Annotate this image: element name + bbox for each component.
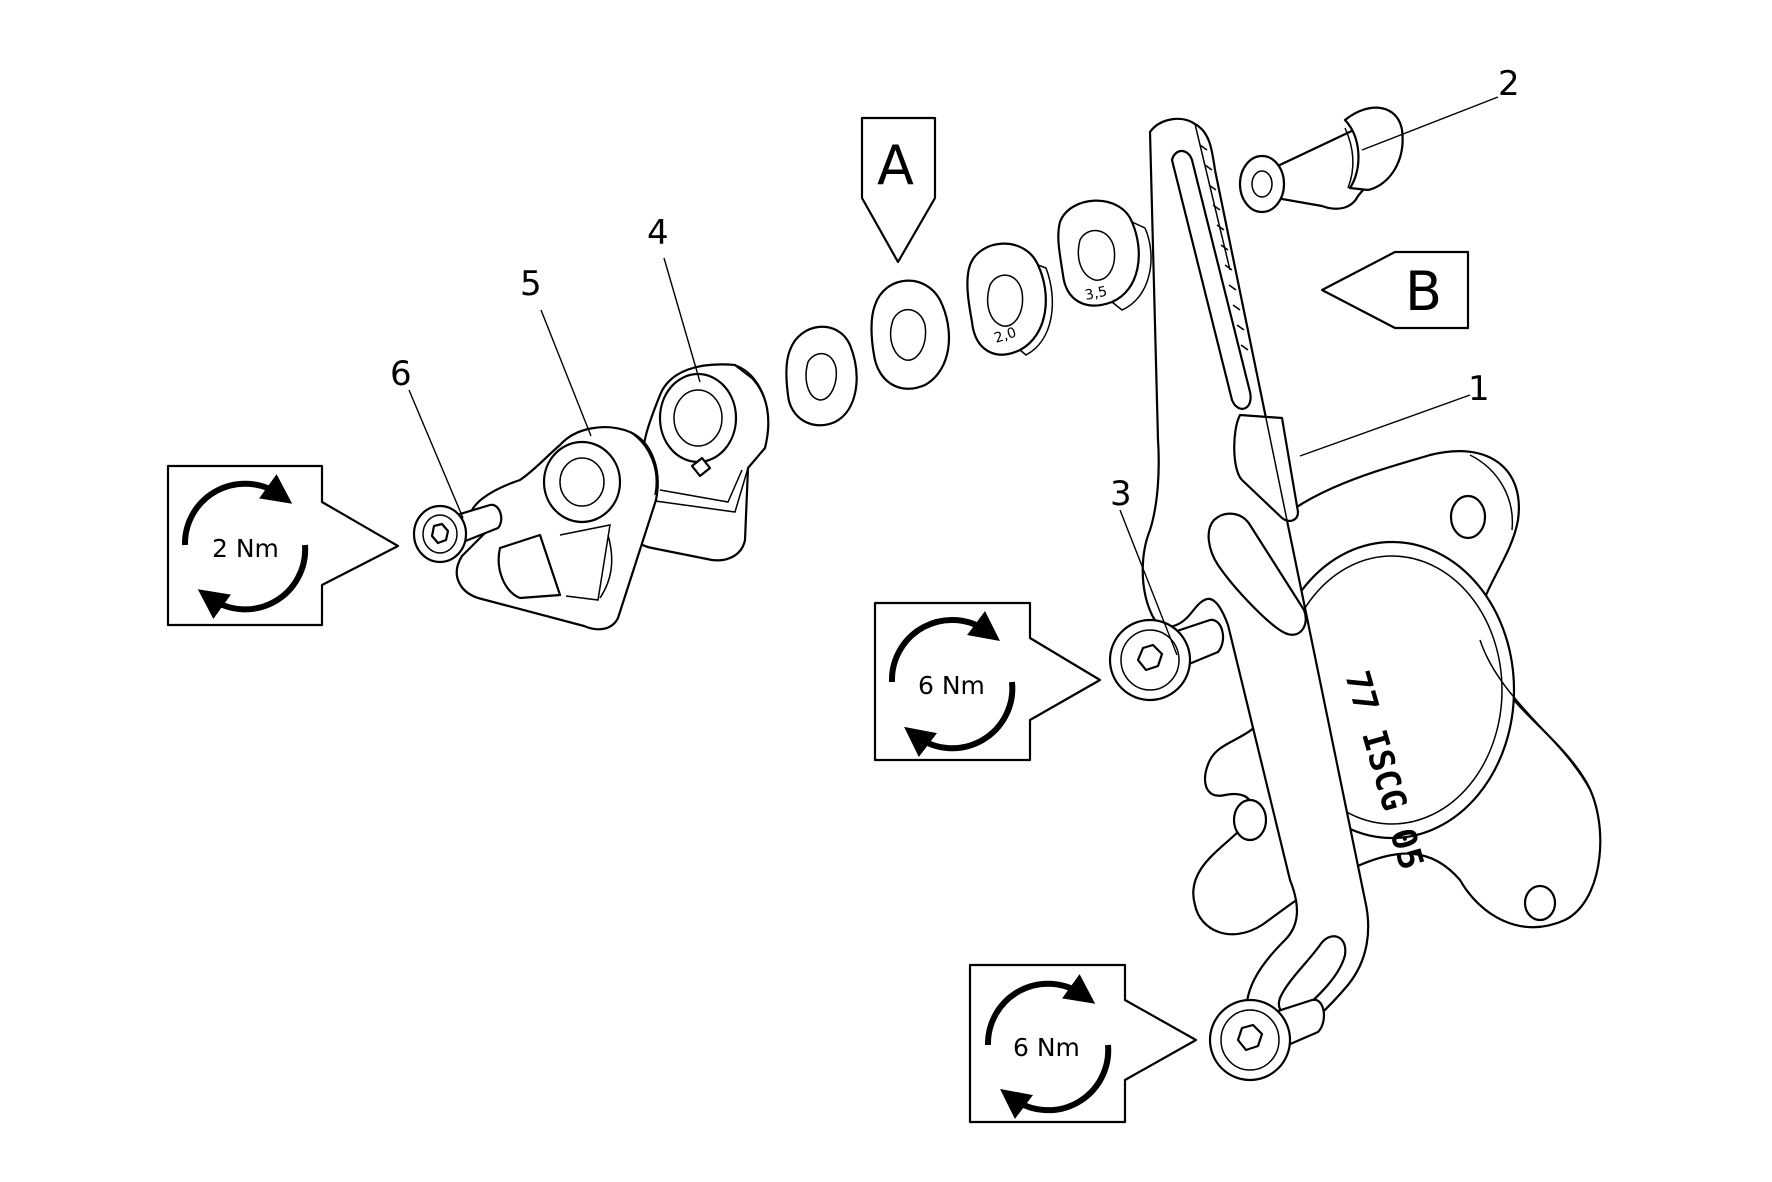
callout-6: 6 [390, 354, 412, 394]
torque-box-2nm: 2 Nm [166, 464, 400, 627]
callout-3: 3 [1110, 474, 1132, 514]
sleeve-bushing [1238, 106, 1404, 214]
marker-b-letter: B [1405, 260, 1442, 323]
spacer-set: 2,0 3,5 [785, 199, 1152, 427]
spacer-thickness-label-3: 3,5 [1084, 284, 1109, 304]
lever-arm [455, 426, 659, 631]
callout-2: 2 [1498, 64, 1520, 104]
guide-screw [412, 503, 503, 564]
marker-a: A [860, 116, 937, 264]
torque-value-2nm: 2 Nm [212, 534, 279, 563]
torque-value-6nm-lower: 6 Nm [1013, 1033, 1080, 1062]
callout-4: 4 [647, 213, 669, 253]
mounting-bolt [1108, 618, 1225, 702]
torque-rotation-arrows-icon [984, 974, 1112, 1120]
callout-numbers: 2 1 3 4 5 6 [390, 64, 1520, 514]
marker-b: B [1320, 250, 1470, 330]
lower-mounting-bolt [1208, 998, 1326, 1082]
torque-box-6nm-upper: 6 Nm [873, 601, 1102, 762]
torque-value-6nm-upper: 6 Nm [918, 671, 985, 700]
marker-a-letter: A [877, 134, 914, 197]
callout-1: 1 [1468, 369, 1490, 409]
leader-lines [408, 96, 1499, 656]
chain-guide-arm: 77 ISCG 05 [1141, 117, 1431, 1040]
callout-5: 5 [520, 264, 542, 304]
torque-rotation-arrows-icon [888, 611, 1016, 758]
spacer-thickness-label-2: 2,0 [992, 325, 1018, 347]
torque-box-6nm-lower: 6 Nm [968, 963, 1198, 1124]
guide-block [629, 363, 770, 562]
torque-rotation-arrows-icon [181, 474, 309, 619]
